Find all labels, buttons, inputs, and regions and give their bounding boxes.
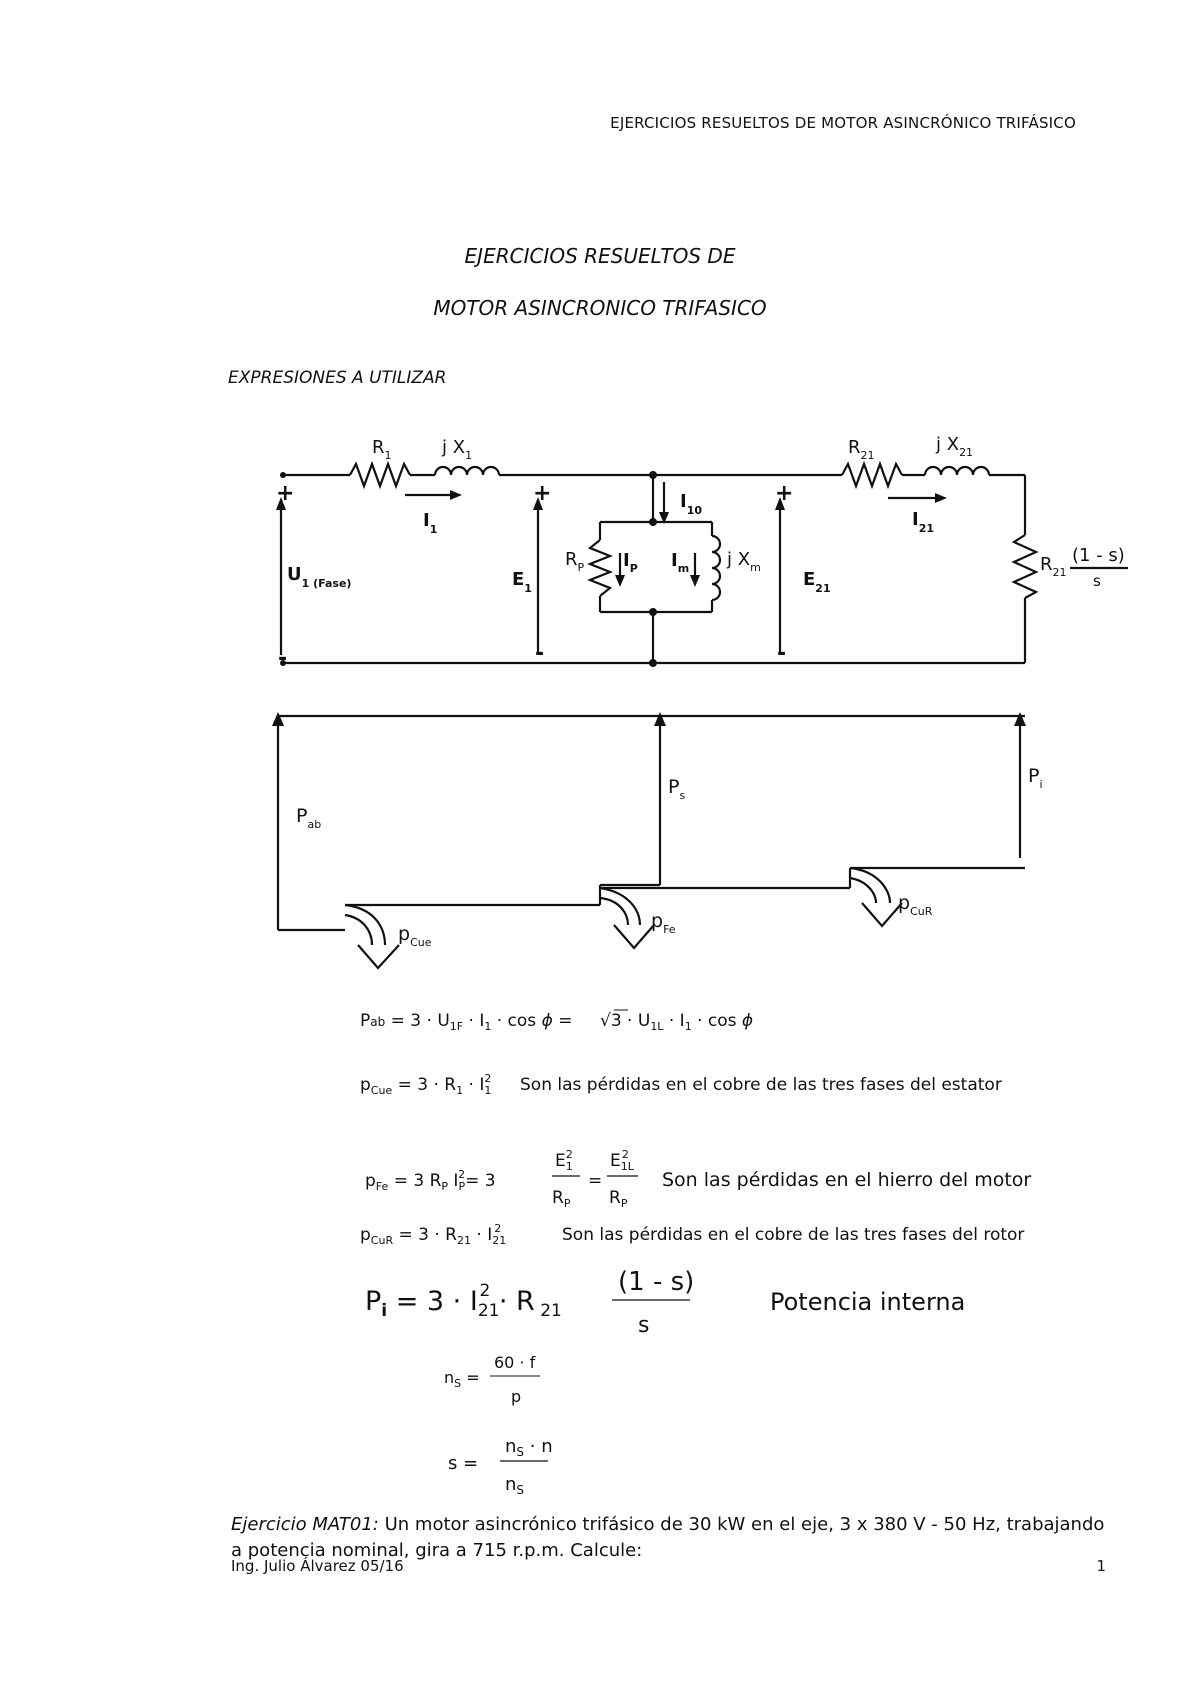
e1-plus: +: [533, 481, 551, 506]
svg-text:E21: E21: [803, 569, 831, 595]
i10-label: I: [680, 491, 687, 512]
pfe-description: Son las pérdidas en el hierro del motor: [662, 1169, 1031, 1191]
x21-label: j X: [935, 434, 959, 455]
title-line-1: EJERCICIOS RESUELTOS DE: [464, 244, 736, 268]
svg-text:√3 · U1L · I1 · cos ϕ: √3 · U1L · I1 · cos ϕ: [600, 1011, 753, 1033]
formula-pab: Pab = 3 · U1F · I1 · cos ϕ = √3 · U1L · …: [360, 1009, 753, 1033]
u1-plus: +: [276, 481, 294, 506]
rload-label: R: [1040, 554, 1053, 575]
exercise-label: Ejercicio MAT01:: [231, 1514, 379, 1535]
e21-plus: +: [775, 481, 793, 506]
formula-pcur: pCuR = 3 · R21 · I212 Son las pérdidas e…: [360, 1222, 1024, 1247]
pcur-label: p: [898, 892, 910, 914]
e1-minus: -: [535, 641, 544, 666]
svg-text:R21: R21: [848, 437, 875, 462]
svg-text:pCuR = 3 · R21 · I212: pCuR = 3 · R21 · I212: [360, 1222, 506, 1247]
x1-label: j X: [441, 437, 465, 458]
formula-pi: Pi = 3 · I212 · R 21 (1 - s) s Potencia …: [365, 1267, 965, 1338]
exercise-statement: Ejercicio MAT01: Un motor asincrónico tr…: [231, 1512, 1121, 1564]
pi-label: P: [1028, 765, 1039, 787]
e21-label: E: [803, 569, 815, 590]
section-heading: EXPRESIONES A UTILIZAR: [228, 368, 447, 388]
pab-label: P: [296, 805, 307, 827]
svg-text:E1L2: E1L2: [610, 1148, 635, 1173]
u1-minus: -: [278, 646, 287, 671]
pcue-label: p: [398, 923, 410, 945]
i21-label: I: [912, 509, 919, 530]
svg-text:pFe: pFe: [651, 910, 676, 936]
formula-pfe: pFe = 3 RP IP2= 3 E12 RP = E1L2 RP Son l…: [365, 1148, 1031, 1210]
formula-slip: s = nS · n nS: [448, 1436, 553, 1497]
load-denominator: s: [1093, 572, 1101, 590]
xm-label: j X: [726, 549, 750, 570]
svg-text:E12: E12: [555, 1148, 573, 1173]
footer-author: Ing. Julio Álvarez 05/16: [231, 1557, 404, 1575]
svg-text:j X21: j X21: [935, 434, 973, 459]
pi-description: Potencia interna: [770, 1288, 965, 1316]
load-numerator: (1 - s): [1072, 545, 1125, 566]
ns-numerator: 60 · f: [494, 1353, 536, 1372]
svg-text:R1: R1: [372, 437, 392, 462]
pfe-label: p: [651, 910, 663, 932]
svg-text:Pi = 3 · I212 · R 21: Pi = 3 · I212 · R 21: [365, 1281, 562, 1321]
r1-label: R: [372, 437, 385, 458]
svg-text:j Xm: j Xm: [726, 549, 761, 574]
svg-text:nS =: nS =: [444, 1368, 480, 1390]
svg-text:Pab: Pab: [296, 805, 321, 831]
ns-denominator: p: [511, 1387, 521, 1406]
svg-text:s: s: [638, 1313, 649, 1338]
svg-text:pCuR: pCuR: [898, 892, 933, 918]
ps-label: P: [668, 776, 679, 798]
ip-label: I: [623, 550, 630, 571]
svg-text:I21: I21: [912, 509, 934, 535]
svg-text:pCue: pCue: [398, 923, 432, 949]
pcue-description: Son las pérdidas en el cobre de las tres…: [520, 1075, 1002, 1095]
svg-text:pCue = 3 · R1 · I12: pCue = 3 · R1 · I12: [360, 1072, 491, 1097]
u1-label: U: [287, 564, 302, 585]
svg-text:RP: RP: [609, 1188, 628, 1210]
e21-minus: -: [777, 641, 786, 666]
svg-text:Pab = 3 · U1F · I1 · cos ϕ =: Pab = 3 · U1F · I1 · cos ϕ =: [360, 1011, 572, 1033]
svg-text:nS: nS: [505, 1474, 524, 1497]
e1-label: E: [512, 569, 524, 590]
svg-text:I1: I1: [423, 510, 437, 536]
rp-label: R: [565, 549, 578, 570]
formula-ns: nS = 60 · f p: [444, 1353, 540, 1406]
title-line-2: MOTOR ASINCRONICO TRIFASICO: [433, 296, 767, 320]
exercise-text: Un motor asincrónico trifásico de 30 kW …: [231, 1514, 1105, 1561]
svg-text:Im: Im: [671, 550, 689, 575]
formula-pcue: pCue = 3 · R1 · I12 Son las pérdidas en …: [360, 1072, 1002, 1097]
svg-text:(1 - s): (1 - s): [618, 1267, 694, 1297]
page-number: 1: [1096, 1557, 1106, 1575]
svg-text:s =: s =: [448, 1453, 478, 1474]
r21-label: R: [848, 437, 861, 458]
svg-text:Ps: Ps: [668, 776, 685, 802]
running-header: EJERCICIOS RESUELTOS DE MOTOR ASINCRÓNIC…: [610, 114, 1076, 132]
im-label: I: [671, 550, 678, 571]
svg-text:RP: RP: [552, 1188, 571, 1210]
svg-text:pFe = 3 RP IP2= 3: pFe = 3 RP IP2= 3: [365, 1168, 496, 1193]
svg-text:Pi: Pi: [1028, 765, 1043, 791]
svg-text:=: =: [588, 1171, 602, 1191]
svg-text:j X1: j X1: [441, 437, 472, 462]
svg-text:IP: IP: [623, 550, 638, 575]
svg-text:RP: RP: [565, 549, 585, 574]
pcur-description: Son las pérdidas en el cobre de las tres…: [562, 1225, 1024, 1245]
svg-text:I10: I10: [680, 491, 702, 517]
svg-text:R21: R21: [1040, 554, 1067, 579]
i1-label: I: [423, 510, 430, 531]
svg-text:U1 (Fase): U1 (Fase): [287, 564, 351, 590]
svg-text:E1: E1: [512, 569, 532, 595]
svg-text:nS · n: nS · n: [505, 1436, 553, 1459]
